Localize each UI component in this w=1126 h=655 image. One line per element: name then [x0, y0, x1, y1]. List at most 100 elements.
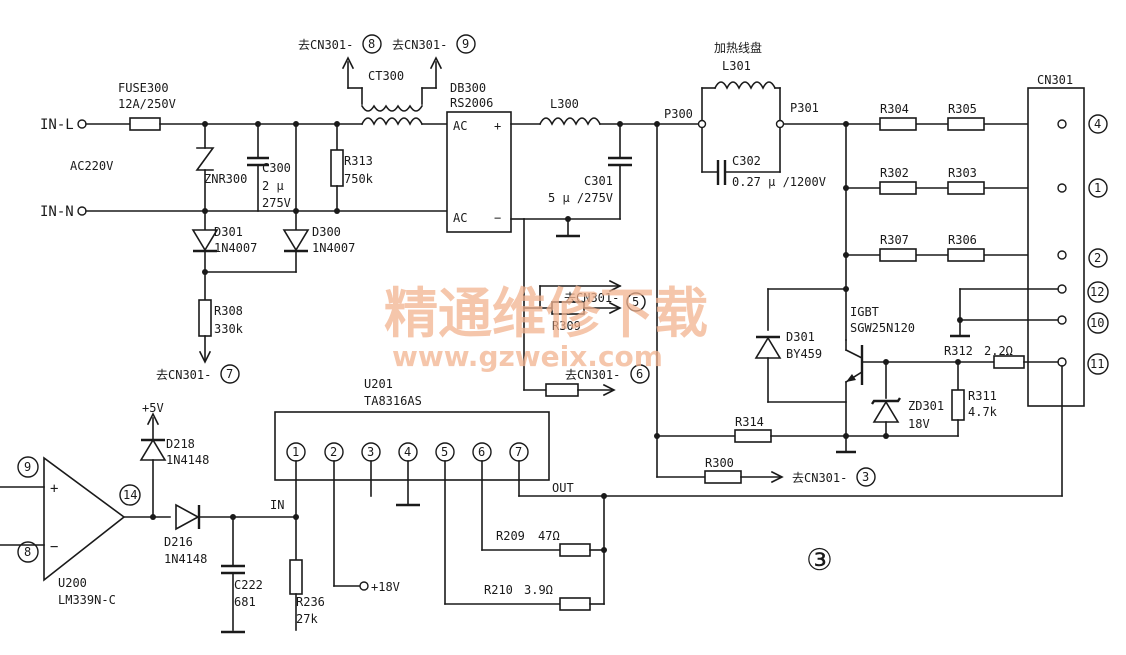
label-zd301: ZD301 — [908, 399, 944, 413]
label-r236-v: 27k — [296, 612, 318, 626]
label-r300: R300 — [705, 456, 734, 470]
pin-u1: 1 — [292, 445, 299, 459]
watermark: 精通维修下载 www.gzweix.com — [384, 281, 708, 373]
pin-cn-1: 1 — [1094, 181, 1101, 195]
label-r236: R236 — [296, 595, 325, 609]
label-plus: + — [494, 119, 501, 133]
label-r304: R304 — [880, 102, 909, 116]
label-heat-coil: 加热线盘 — [714, 40, 762, 55]
igbt-stage — [603, 288, 1063, 497]
heating-coil — [697, 81, 1061, 185]
pin-op8: 8 — [24, 545, 31, 559]
ct300-primary — [360, 117, 424, 126]
label-r305: R305 — [948, 102, 977, 116]
label-r307: R307 — [880, 233, 909, 247]
label-to-cn6: 去CN301- — [565, 368, 620, 382]
db300-box — [446, 111, 512, 233]
rectifier-diodes — [191, 210, 310, 364]
pin-cn5: 5 — [632, 295, 639, 309]
label-ac-bot: AC — [453, 211, 467, 225]
cn301-connector — [950, 87, 1085, 407]
ct300-secondary — [360, 104, 424, 112]
label-d216: D216 — [164, 535, 193, 549]
comparator-section — [0, 412, 297, 634]
pin-u6: 6 — [478, 445, 485, 459]
pin-cn-11: 11 — [1090, 357, 1104, 371]
label-v18: +18V — [371, 580, 400, 594]
r306-resistor — [947, 248, 985, 262]
label-c302: C302 — [732, 154, 761, 168]
pin-cn-2: 2 — [1094, 251, 1101, 265]
label-r303: R303 — [948, 166, 977, 180]
pin-u7: 7 — [515, 445, 522, 459]
r307-resistor — [879, 248, 917, 262]
r311-resistor — [951, 389, 965, 421]
label-igbt: IGBT — [850, 305, 879, 319]
label-p301: P301 — [790, 101, 819, 115]
node-p301 — [775, 119, 785, 129]
label-u200-p: LM339N-C — [58, 593, 116, 607]
label-d301a-p: 1N4007 — [214, 241, 257, 255]
label-r210-v: 3.9Ω — [524, 583, 553, 597]
label-d301b-p: BY459 — [786, 347, 822, 361]
label-in: IN — [270, 498, 284, 512]
label-to-cn8: 去CN301- — [298, 38, 353, 52]
pin-cn9: 9 — [462, 37, 469, 51]
label-c301-v: 5 μ /275V — [548, 191, 613, 205]
label-c222: C222 — [234, 578, 263, 592]
label-r209: R209 — [496, 529, 525, 543]
d301-diode — [191, 229, 219, 252]
d218-diode — [139, 438, 167, 461]
terminal-in-n — [77, 206, 87, 216]
pin-u3: 3 — [367, 445, 374, 459]
bridge-rectifier-db300 — [446, 111, 541, 233]
sense-resistors — [767, 117, 1061, 341]
label-in-n: IN-N — [40, 204, 74, 220]
label-r313: R313 — [344, 154, 373, 168]
r313-resistor — [330, 149, 344, 187]
pin-cn3: 3 — [862, 470, 869, 484]
label-d301b: D301 — [786, 330, 815, 344]
label-ac-top: AC — [453, 119, 467, 133]
label-minus: − — [494, 211, 501, 225]
r305-resistor — [947, 117, 985, 131]
label-r312: R312 — [944, 344, 973, 358]
r236-resistor — [289, 559, 303, 595]
label-zd301-v: 18V — [908, 417, 930, 431]
r304-resistor — [879, 117, 917, 131]
label-op-plus: + — [50, 481, 58, 497]
u200-comparator — [43, 456, 126, 582]
cn-ref-markers — [220, 34, 1109, 487]
pin-cn6: 6 — [636, 367, 643, 381]
label-to-cn3: 去CN301- — [792, 471, 847, 485]
pin-cn8: 8 — [368, 37, 375, 51]
label-in-l: IN-L — [40, 117, 74, 133]
r314-resistor — [734, 429, 772, 443]
label-d300-p: 1N4007 — [312, 241, 355, 255]
label-l301: L301 — [722, 59, 751, 73]
label-r311: R311 — [968, 389, 997, 403]
terminal-in-l — [77, 119, 87, 129]
pin-op14: 14 — [123, 488, 137, 502]
zd301-zener — [872, 400, 900, 423]
pin-u4: 4 — [404, 445, 411, 459]
pin-u2: 2 — [330, 445, 337, 459]
znr300-varistor — [195, 147, 215, 171]
ac-input-section — [77, 56, 448, 216]
p300-bus — [654, 121, 959, 484]
label-r312-v: 2.2Ω — [984, 344, 1013, 358]
pin-op9: 9 — [24, 460, 31, 474]
label-c300: C300 — [262, 161, 291, 175]
label-d218-p: 1N4148 — [166, 453, 209, 467]
label-r313-v: 750k — [344, 172, 374, 186]
fuse300 — [129, 117, 161, 131]
label-r311-v: 4.7k — [968, 405, 998, 419]
label-d301a: D301 — [214, 225, 243, 239]
label-r209-v: 47Ω — [538, 529, 560, 543]
r302-resistor — [879, 181, 917, 195]
cn301-box — [1027, 87, 1085, 407]
d300-diode — [282, 229, 310, 252]
l301-inductor — [713, 81, 777, 90]
label-db300-p: RS2006 — [450, 96, 493, 110]
